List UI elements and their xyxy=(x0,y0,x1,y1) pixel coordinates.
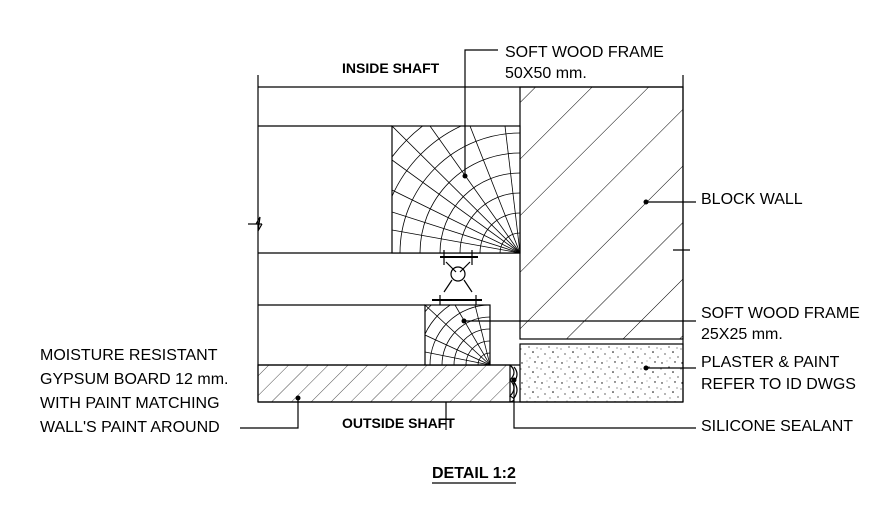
label-wood-frame-50-size: 50X50 mm. xyxy=(505,65,587,82)
detail-title: DETAIL 1:2 xyxy=(432,465,516,482)
label-gypsum-2: GYPSUM BOARD 12 mm. xyxy=(40,371,228,388)
break-mark-left xyxy=(248,216,263,232)
wood-frame-50 xyxy=(391,125,521,254)
leader-wood-frame-25 xyxy=(461,318,696,324)
label-inside-shaft: INSIDE SHAFT xyxy=(342,60,440,76)
gypsum-board xyxy=(257,364,511,403)
top-boundary xyxy=(257,75,684,88)
leader-silicone xyxy=(511,377,696,429)
leader-block-wall xyxy=(643,199,696,205)
leader-gypsum xyxy=(240,395,301,429)
label-plaster-1: PLASTER & PAINT xyxy=(701,354,840,371)
leader-wood-frame-50 xyxy=(462,49,498,179)
label-wood-frame-25: SOFT WOOD FRAME xyxy=(701,305,860,322)
fixing-bracket xyxy=(432,250,482,307)
label-wood-frame-50: SOFT WOOD FRAME xyxy=(505,44,664,61)
label-block-wall: BLOCK WALL xyxy=(701,191,803,208)
label-outside-shaft: OUTSIDE SHAFT xyxy=(342,415,455,431)
label-gypsum-4: WALL'S PAINT AROUND xyxy=(40,419,220,436)
label-plaster-2: REFER TO ID DWGS xyxy=(701,376,856,393)
plaster-layer xyxy=(519,343,684,403)
label-wood-frame-25-size: 25X25 mm. xyxy=(701,326,783,343)
label-gypsum-1: MOISTURE RESISTANT xyxy=(40,347,218,364)
label-gypsum-3: WITH PAINT MATCHING xyxy=(40,395,220,412)
leader-plaster xyxy=(643,365,696,371)
label-silicone: SILICONE SEALANT xyxy=(701,418,853,435)
